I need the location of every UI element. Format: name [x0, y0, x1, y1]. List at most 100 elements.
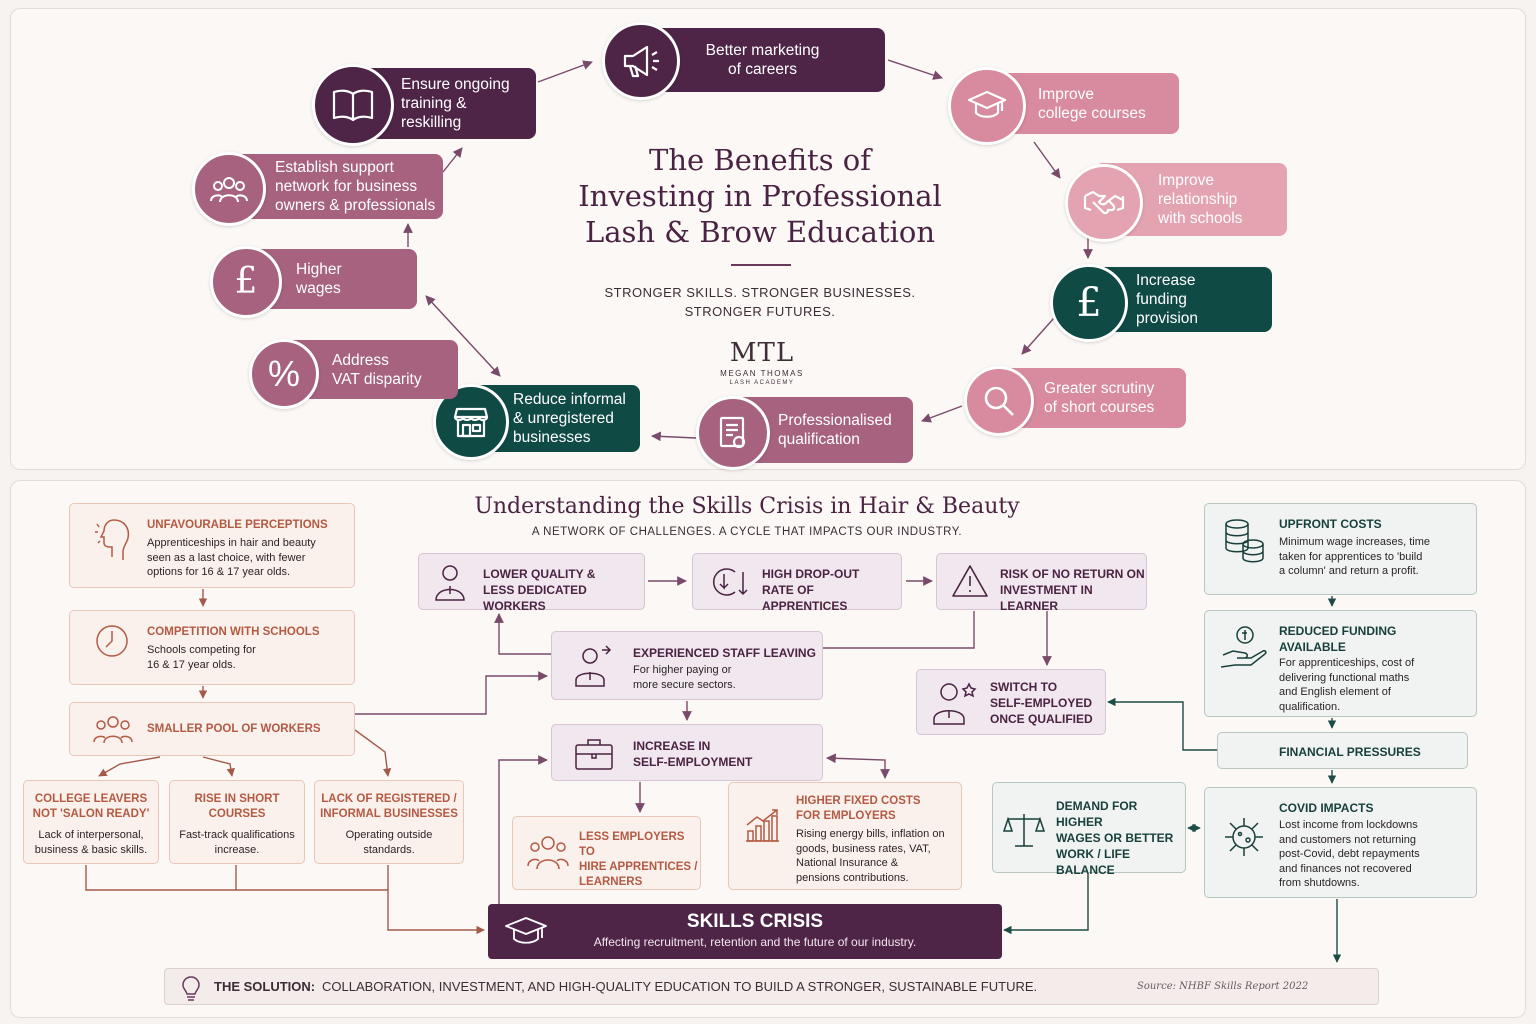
box-heading: COLLEGE LEAVERS: [34, 793, 148, 805]
node-label: of short courses: [1044, 399, 1155, 416]
virus-icon: [1225, 818, 1263, 856]
solution-text: COLLABORATION, INVESTMENT, AND HIGH-QUAL…: [322, 979, 1038, 994]
body-line: from shutdowns.: [1279, 877, 1360, 889]
heading-line: AVAILABLE: [1279, 640, 1346, 654]
upfront-costs-box: UPFRONT COSTS Minimum wage increases, ti…: [1204, 503, 1477, 595]
solution-bar: THE SOLUTION: COLLABORATION, INVESTMENT,…: [164, 968, 1379, 1005]
heading-line: WAGES OR BETTER: [1056, 831, 1174, 845]
warning-icon: [952, 565, 988, 597]
box-heading: INFORMAL BUSINESSES: [320, 808, 458, 820]
source-note: Source: NHBF Skills Report 2022: [1137, 981, 1309, 992]
node-label: Ensure ongoing: [401, 76, 510, 93]
magnifier-icon: [964, 366, 1034, 436]
heading-line: REDUCED FUNDING: [1279, 624, 1397, 638]
decline-cycle-icon: [712, 568, 748, 596]
skills-crisis-heading: SKILLS CRISIS: [686, 911, 824, 932]
body-line: standards.: [363, 843, 415, 856]
heading-line: WORK / LIFE BALANCE: [1056, 847, 1130, 877]
hand-coin-icon: [1221, 626, 1267, 668]
node-label: Increase: [1136, 272, 1196, 289]
people-group-icon: [192, 152, 266, 226]
body-line: For higher paying or: [633, 664, 732, 676]
lack-registered-box: LACK OF REGISTERED /INFORMAL BUSINESSES …: [314, 780, 464, 864]
mtl-logo: MTL MEGAN THOMAS LASH ACADEMY: [700, 338, 824, 387]
node-label: of careers: [728, 61, 797, 78]
node-label: Better marketing: [705, 42, 820, 59]
box-heading: UPFRONT COSTS: [1279, 517, 1382, 531]
covid-impacts-box: COVID IMPACTS Lost income from lockdowns…: [1204, 787, 1477, 898]
worker-icon: [435, 565, 465, 601]
heading-line: RISK OF NO RETURN ON: [1000, 567, 1145, 581]
unfavourable-perceptions-box: UNFAVOURABLE PERCEPTIONS Apprenticeships…: [69, 503, 355, 588]
percent-icon: %: [249, 339, 319, 409]
logo-mark: MTL: [729, 338, 795, 368]
lightbulb-icon: [182, 976, 200, 1001]
node-label: Improve: [1158, 172, 1214, 189]
node-label: Address: [332, 351, 389, 369]
people-group-icon: [93, 716, 133, 744]
title-line-3: Lash & Brow Education: [584, 215, 936, 249]
title-divider: [731, 264, 791, 266]
tagline-line-2: STRONGER FUTURES.: [684, 304, 836, 319]
person-leaving-icon: [575, 645, 612, 687]
heading-line: HIGH DROP-OUT: [762, 567, 860, 581]
body-line: taken for apprentices to 'build: [1279, 550, 1423, 563]
handshake-icon: [1065, 164, 1143, 242]
solution-label: THE SOLUTION:: [214, 979, 316, 994]
node-label: Greater scrutiny: [1044, 380, 1155, 397]
heading-line: HIRE APPRENTICES /: [579, 861, 698, 873]
box-heading: NOT 'SALON READY': [32, 808, 150, 820]
box-heading: UNFAVOURABLE PERCEPTIONS: [147, 519, 328, 531]
body-line: For apprenticeships, cost of: [1279, 657, 1415, 669]
crisis-subtitle: A NETWORK OF CHALLENGES. A CYCLE THAT IM…: [531, 526, 963, 538]
skills-crisis-banner: SKILLS CRISIS Affecting recruitment, ret…: [488, 904, 1002, 959]
node-label: college courses: [1038, 104, 1146, 122]
heading-line: ONCE QUALIFIED: [990, 712, 1093, 726]
node-label: & unregistered: [513, 410, 614, 427]
node-label: reskilling: [401, 114, 462, 131]
node-label: network for business: [275, 178, 418, 195]
people-group-icon: [527, 836, 569, 870]
box-heading: DEMAND FOR HIGHER WAGES OR BETTER WORK / L…: [1056, 798, 1185, 878]
body-line: and English element of: [1279, 686, 1391, 698]
pound-icon: £: [210, 246, 282, 318]
node-label: VAT disparity: [332, 370, 422, 388]
heading-line: LOWER QUALITY &: [483, 567, 596, 581]
heading-line: RATE OF APPRENTICES: [762, 583, 848, 613]
tagline-line-1: STRONGER SKILLS. STRONGER BUSINESSES.: [604, 285, 916, 300]
heading-line: LEARNERS: [579, 876, 643, 888]
body-line: increase.: [214, 843, 260, 856]
crisis-title: Understanding the Skills Crisis in Hair …: [474, 494, 1020, 519]
box-body: Minimum wage increases, time taken for ap…: [1279, 535, 1430, 579]
clock-icon: [96, 625, 128, 657]
node-label: Higher: [296, 261, 342, 278]
rising-chart-icon: [746, 809, 779, 842]
body-line: Rising energy bills, inflation on: [796, 828, 945, 840]
body-line: delivering functional maths: [1279, 671, 1410, 684]
balance-scale-icon: [1003, 814, 1045, 847]
demand-higher-wages-box: DEMAND FOR HIGHER WAGES OR BETTER WORK / L…: [992, 782, 1186, 877]
body-line: Minimum wage increases, time: [1279, 536, 1430, 548]
box-body: For higher paying or more secure sectors.: [633, 663, 736, 692]
body-line: Fast-track qualifications: [179, 829, 295, 841]
body-line: National Insurance &: [796, 857, 899, 869]
heading-line: INCREASE IN: [633, 739, 711, 753]
heading-line: FOR EMPLOYERS: [796, 810, 896, 822]
title-line-1: The Benefits of: [648, 143, 871, 177]
body-line: more secure sectors.: [633, 678, 736, 691]
briefcase-icon: [575, 739, 613, 770]
box-heading: EXPERIENCED STAFF LEAVING: [633, 646, 816, 660]
heading-line: INVESTMENT IN LEARNER: [1000, 583, 1093, 613]
body-line: post-Covid, debt repayments: [1279, 848, 1420, 860]
heading-line: DEMAND FOR HIGHER: [1056, 799, 1138, 829]
node-label: provision: [1136, 310, 1199, 327]
